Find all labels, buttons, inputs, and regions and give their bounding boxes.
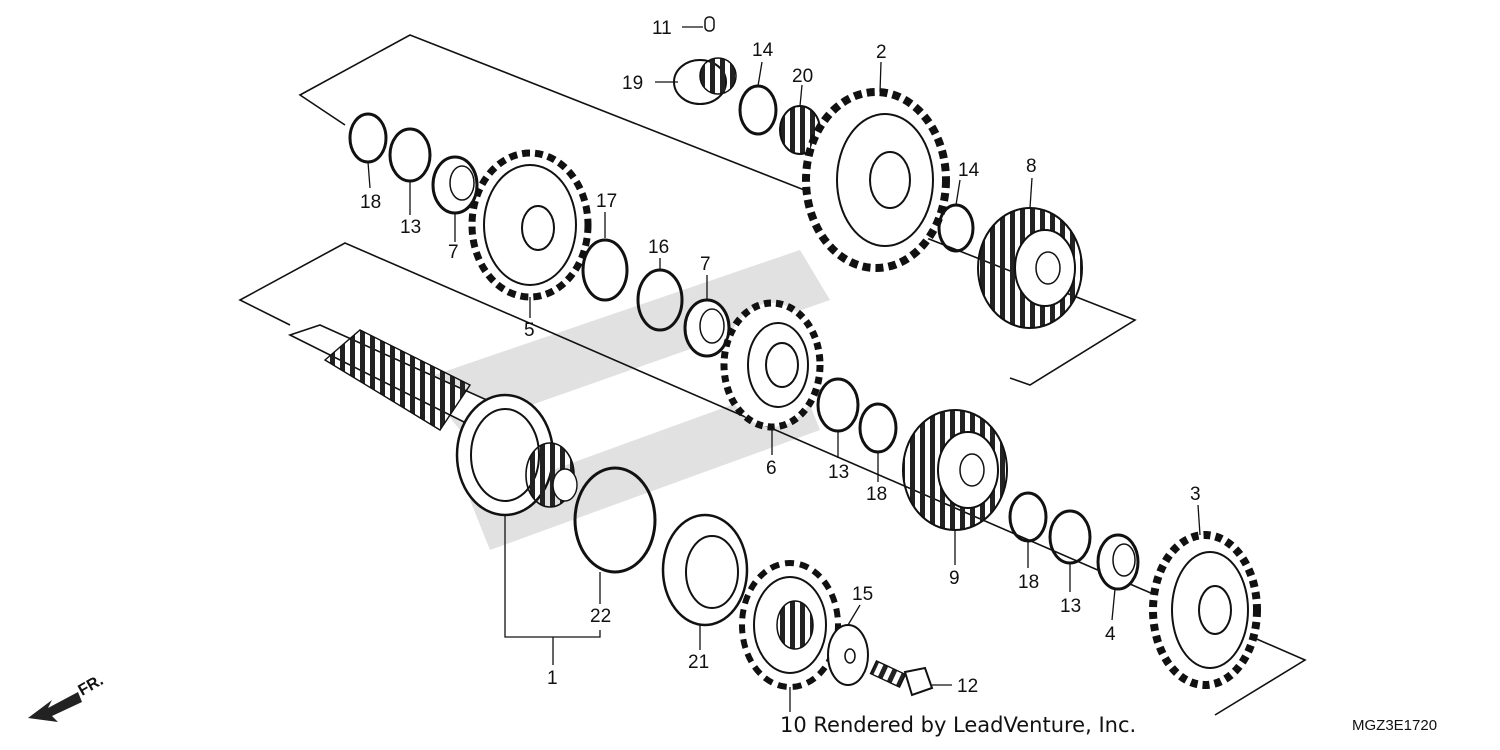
callout-13-upper: 13: [400, 217, 421, 238]
callout-18-upper: 18: [360, 192, 381, 213]
bolt-part: [869, 659, 934, 697]
gear-5-part: [468, 149, 592, 301]
callout-14-upper: 14: [752, 40, 774, 61]
callout-20: 20: [792, 66, 813, 87]
callout-7-upper: 7: [448, 242, 459, 263]
watermark-logo: [420, 250, 830, 550]
snap-ring-18-middle: [858, 402, 898, 454]
dowel-pin-part-11: [704, 16, 715, 32]
gear-8-part: [977, 207, 1083, 329]
thrust-washer-13-lower: [1048, 509, 1092, 565]
gear-3-part: [1149, 531, 1261, 689]
callout-13-lower: 13: [1060, 596, 1081, 617]
snap-ring-13-middle: [816, 377, 860, 433]
leader-lines: [367, 26, 1201, 712]
thrust-washer-13-upper: [388, 127, 432, 183]
callout-2: 2: [876, 42, 887, 63]
bushing-part-4: [1096, 533, 1140, 591]
callout-17: 17: [596, 191, 617, 212]
callout-5: 5: [524, 320, 535, 341]
lock-washer-17: [581, 238, 629, 302]
gear-2-part: [802, 88, 950, 272]
gear-6-part: [720, 299, 824, 431]
drive-sprocket-part: [739, 560, 841, 690]
oil-seal-part: [661, 513, 749, 627]
o-ring-part: [573, 466, 657, 574]
callout-3: 3: [1190, 484, 1201, 505]
countershaft-assembly-frame: [298, 34, 1137, 386]
callout-15: 15: [852, 584, 873, 605]
callout-16: 16: [648, 237, 669, 258]
diagram-code: MGZ3E1720: [1352, 717, 1437, 734]
callout-8: 8: [1026, 156, 1037, 177]
callout-19: 19: [622, 73, 643, 94]
render-credit: 10 Rendered by LeadVenture, Inc.: [780, 713, 1136, 737]
callout-18-middle: 18: [866, 484, 887, 505]
callout-14-lower: 14: [958, 160, 980, 181]
callout-labels: 18 13 7 5 17 16 7 6 13 18 9 18 13 4 3 8 …: [360, 18, 1201, 697]
front-arrow-label: FR.: [76, 672, 107, 700]
front-direction-arrow: FR.: [28, 672, 106, 722]
thrust-washer-14-upper: [738, 84, 778, 136]
snap-ring-18-upper: [348, 112, 388, 164]
bushing-part-upper: [431, 155, 479, 215]
callout-9: 9: [949, 568, 960, 589]
callout-13-middle: 13: [828, 462, 849, 483]
main-shaft-part: [287, 324, 578, 517]
callout-18-lower: 18: [1018, 572, 1039, 593]
callout-11: 11: [652, 18, 672, 39]
needle-bearing-part-19: [673, 57, 737, 105]
callout-22: 22: [590, 606, 611, 627]
callout-7-middle: 7: [700, 254, 711, 275]
callout-6: 6: [766, 458, 777, 479]
callout-12: 12: [957, 676, 978, 697]
gear-9-part: [902, 409, 1008, 531]
callout-21: 21: [688, 652, 709, 673]
washer-part: [827, 624, 869, 686]
callout-4: 4: [1105, 624, 1116, 645]
callout-1: 1: [547, 668, 558, 689]
mainshaft-assembly-frame: [238, 242, 1307, 716]
snap-ring-18-lower: [1008, 491, 1048, 543]
bushing-part-middle: [683, 298, 731, 358]
